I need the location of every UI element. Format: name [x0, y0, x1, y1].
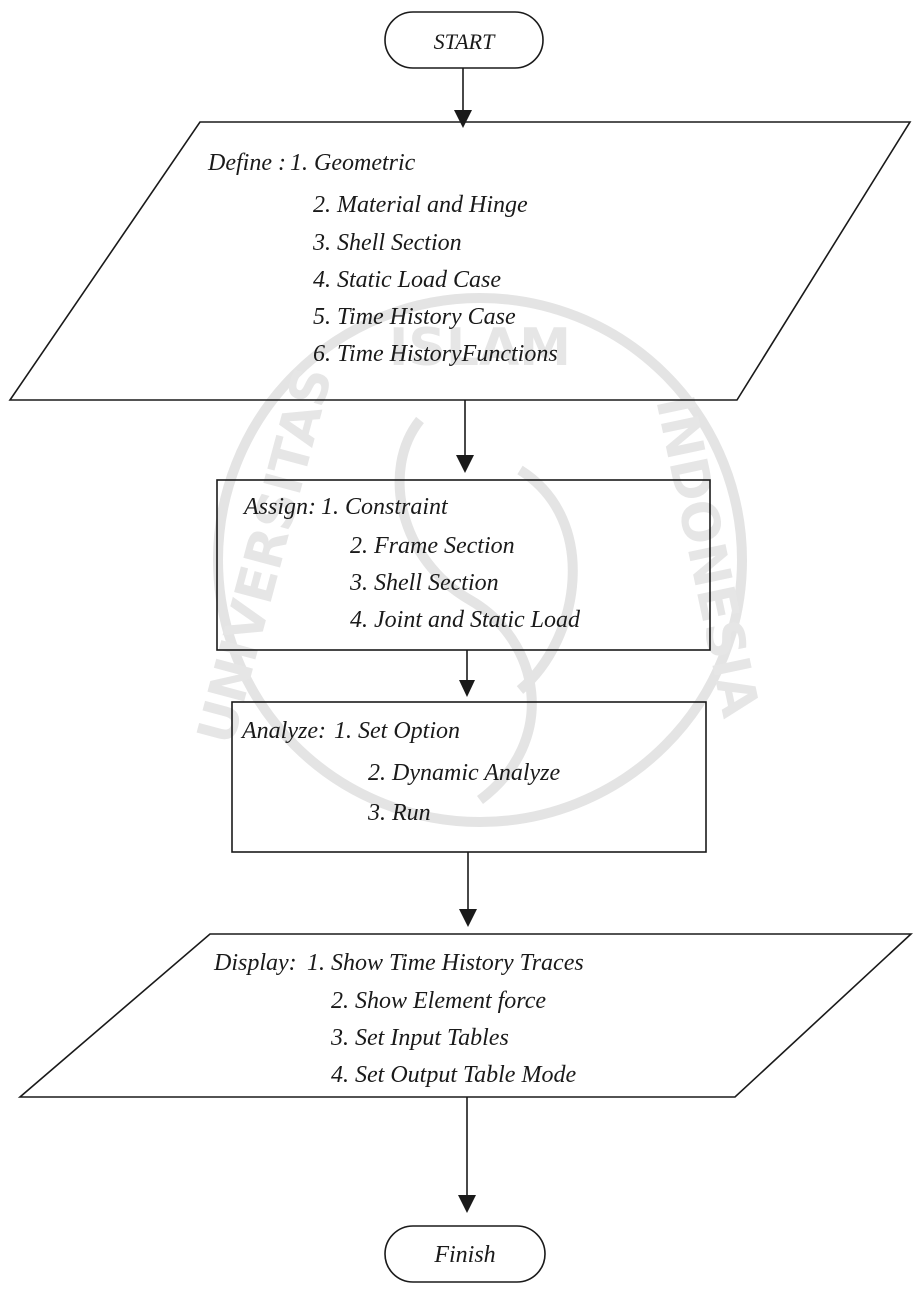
analyze-shape — [231, 701, 707, 853]
watermark-top-text: ISLAM — [389, 318, 571, 378]
display-block: Display: 1. Show Time History Traces 2. … — [17, 933, 913, 1098]
arrow-assign-to-analyze — [459, 650, 475, 697]
display-item-2: 2. Show Element force — [331, 988, 546, 1014]
watermark-left-text: UNIVERSITAS — [187, 361, 345, 750]
display-item-1: 1. Show Time History Traces — [307, 950, 584, 976]
define-block: Define : 1. Geometric 2. Material and Hi… — [8, 121, 912, 401]
analyze-item-1: 1. Set Option — [334, 718, 460, 744]
start-terminator: START — [384, 11, 544, 69]
assign-item-3: 3. Shell Section — [349, 570, 499, 596]
assign-block: Assign: 1. Constraint 2. Frame Section 3… — [216, 479, 711, 651]
analyze-item-2: 2. Dynamic Analyze — [368, 760, 561, 786]
arrow-analyze-to-display — [459, 852, 477, 927]
define-item-3: 3. Shell Section — [312, 230, 462, 256]
display-prefix: Display: — [213, 950, 297, 976]
analyze-item-3: 3. Run — [367, 800, 431, 826]
assign-prefix: Assign: — [242, 494, 316, 520]
define-shape — [8, 121, 912, 401]
display-item-4: 4. Set Output Table Mode — [331, 1062, 576, 1088]
define-item-2: 2. Material and Hinge — [313, 192, 528, 218]
arrow-start-to-define — [454, 68, 472, 128]
display-shape — [17, 933, 913, 1098]
finish-label: Finish — [433, 1242, 495, 1268]
assign-item-1: 1. Constraint — [321, 494, 449, 520]
start-shape — [384, 11, 544, 69]
define-item-6: 6. Time HistoryFunctions — [313, 341, 558, 367]
assign-item-2: 2. Frame Section — [350, 533, 515, 559]
analyze-prefix: Analyze: — [240, 718, 326, 744]
finish-terminator: Finish — [384, 1225, 546, 1283]
start-label: START — [434, 29, 496, 54]
define-item-5: 5. Time History Case — [313, 304, 516, 330]
analyze-block: Analyze: 1. Set Option 2. Dynamic Analyz… — [231, 701, 707, 853]
define-item-4: 4. Static Load Case — [313, 267, 501, 293]
arrow-display-to-finish — [458, 1097, 476, 1213]
define-prefix: Define : — [207, 150, 286, 176]
define-item-1: 1. Geometric — [290, 150, 416, 176]
finish-shape — [384, 1225, 546, 1283]
display-item-3: 3. Set Input Tables — [330, 1025, 509, 1051]
assign-item-4: 4. Joint and Static Load — [350, 607, 581, 633]
assign-shape — [216, 479, 711, 651]
watermark-right-text: INDONESIA — [643, 391, 770, 723]
arrow-define-to-assign — [456, 400, 474, 473]
